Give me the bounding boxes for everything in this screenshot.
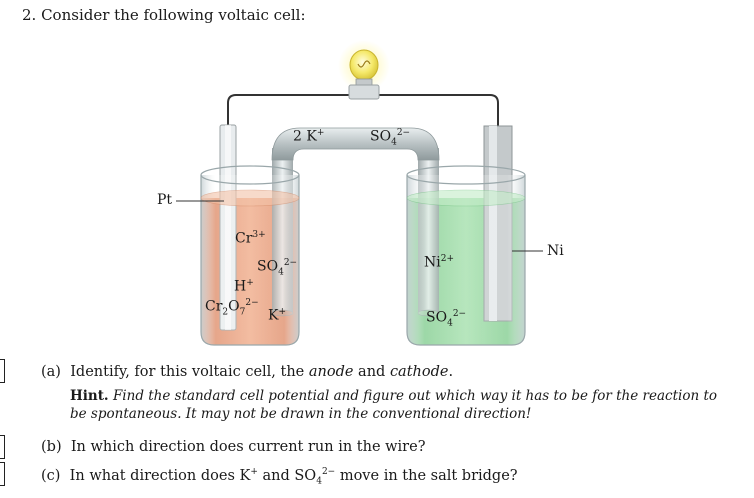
electrode-label-ni: Ni (547, 243, 564, 259)
question-a: (a) Identify, for this voltaic cell, the… (41, 364, 454, 380)
margin-bracket-a (0, 359, 5, 383)
margin-bracket-b (0, 435, 5, 459)
salt-bridge-label-so4: SO42− (370, 128, 411, 148)
electrode-label-pt: Pt (157, 192, 173, 208)
left-beaker (200, 165, 300, 346)
salt-bridge-label-k: 2 K+ (293, 128, 325, 145)
ion-label-k: K+ (268, 307, 287, 324)
voltaic-cell-figure (176, 40, 543, 346)
problem-heading: 2. Consider the following voltaic cell: (22, 6, 306, 24)
question-c: (c) In what direction does K+ and SO42− … (41, 467, 518, 487)
wire-left (227, 94, 352, 130)
ion-label-ni2: Ni2+ (424, 254, 455, 271)
margin-bracket-c (0, 462, 5, 486)
ion-label-so4-left: SO42− (257, 258, 298, 278)
ion-label-cr2o7: Cr2O72− (205, 298, 259, 318)
ion-label-so4-right: SO42− (426, 309, 467, 329)
wire-right (378, 94, 499, 128)
ion-label-cr3: Cr3+ (235, 230, 266, 247)
light-bulb-icon (338, 40, 390, 100)
hint-text: Hint. Find the standard cell potential a… (70, 388, 717, 422)
ion-label-h: H+ (234, 278, 254, 295)
right-beaker (406, 165, 526, 346)
question-b: (b) In which direction does current run … (41, 439, 426, 455)
